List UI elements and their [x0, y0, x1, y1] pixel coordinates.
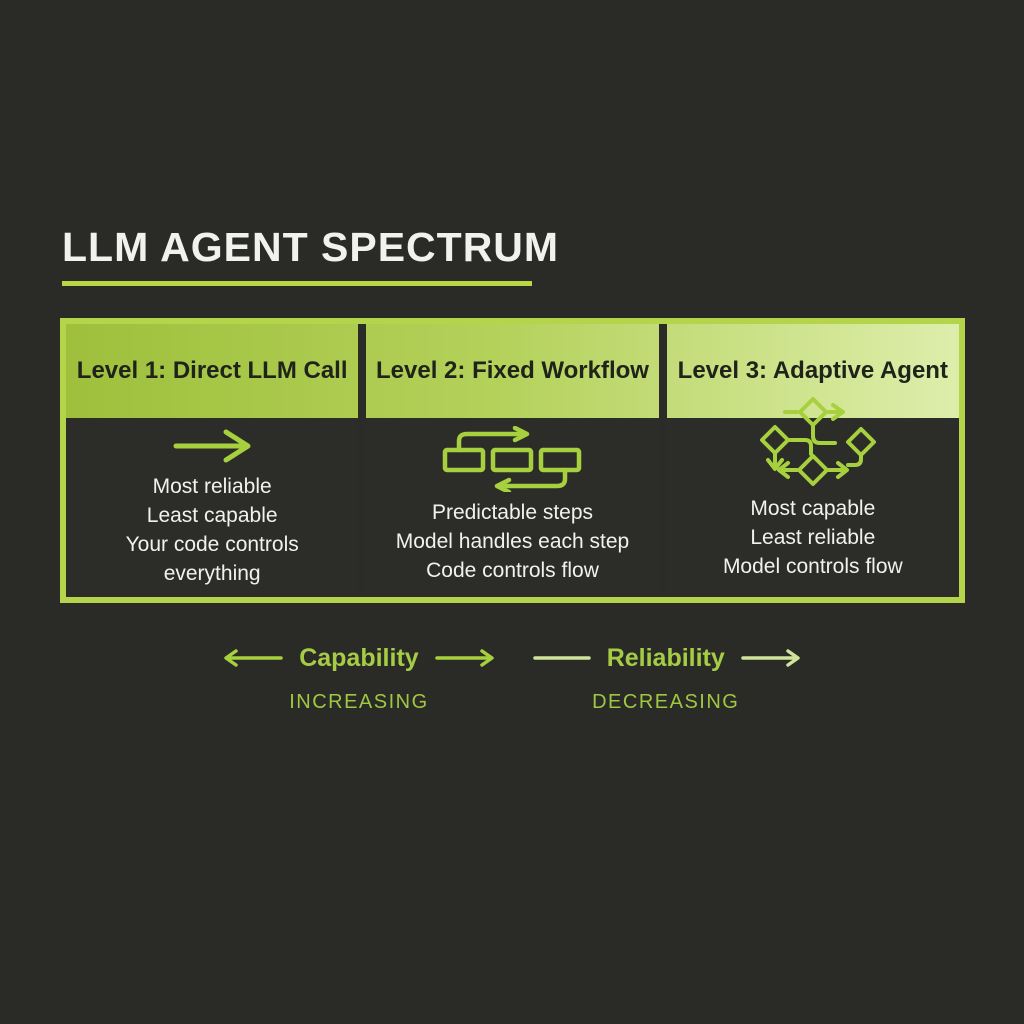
panel-divider: [658, 324, 667, 597]
reliability-row: Reliability: [531, 638, 801, 678]
spectrum-box: Level 1: Direct LLM Call Most reliable L…: [60, 318, 965, 603]
reliability-label: Reliability: [606, 643, 725, 672]
panel-1-body: Most reliable Least capable Your code co…: [66, 418, 358, 597]
panel-1-line-2: Least capable: [146, 504, 278, 527]
panel-divider: [358, 324, 367, 597]
page-title: LLM AGENT SPECTRUM: [62, 224, 560, 270]
panel-level-1: Level 1: Direct LLM Call Most reliable L…: [66, 324, 358, 597]
arrow-right-icon: [170, 426, 254, 466]
title-underline: [62, 281, 532, 286]
capability-label: Capability: [299, 643, 419, 672]
panel-3-line-2: Least reliable: [750, 526, 876, 549]
panel-1-line-3: Your code controls everything: [125, 533, 299, 585]
panel-level-2: Level 2: Fixed Workflow Predictable step…: [366, 324, 658, 597]
panel-2-text: Predictable steps Model handles each ste…: [396, 498, 630, 585]
arrow-right-icon: [434, 649, 494, 667]
panel-2-body: Predictable steps Model handles each ste…: [366, 418, 658, 597]
panel-3-line-1: Most capable: [750, 497, 876, 520]
line-icon: [532, 656, 591, 660]
panel-3-line-3: Model controls flow: [722, 555, 903, 578]
reliability-legend: Reliability DECREASING: [531, 638, 801, 714]
capability-row: Capability: [223, 638, 494, 678]
panel-2-header: Level 2: Fixed Workflow: [376, 357, 649, 384]
arrow-left-icon: [224, 649, 283, 667]
panel-1-header: Level 1: Direct LLM Call: [76, 357, 348, 384]
panel-level-3: Level 3: Adaptive Agent: [667, 324, 959, 597]
panel-2-line-2: Model handles each step: [395, 530, 630, 553]
workflow-chain-icon: [437, 426, 587, 492]
adaptive-flowchart-icon: [743, 396, 883, 488]
spectrum-legend: Capability INCREASING Reliability DECREA…: [0, 638, 1024, 714]
panel-3-text: Most capable Least reliable Model contro…: [723, 494, 903, 581]
spectrum-panels: Level 1: Direct LLM Call Most reliable L…: [66, 324, 959, 597]
panel-3-header: Level 3: Adaptive Agent: [677, 357, 948, 384]
reliability-sublabel: DECREASING: [592, 691, 740, 713]
arrow-right-icon: [741, 649, 800, 667]
capability-legend: Capability INCREASING: [223, 638, 494, 714]
panel-2-line-3: Code controls flow: [426, 559, 599, 582]
panel-1-line-1: Most reliable: [152, 475, 272, 498]
panel-2-line-1: Predictable steps: [431, 501, 594, 524]
panel-3-body: Most capable Least reliable Model contro…: [667, 397, 959, 597]
panel-1-text: Most reliable Least capable Your code co…: [86, 472, 338, 588]
capability-sublabel: INCREASING: [289, 691, 429, 713]
